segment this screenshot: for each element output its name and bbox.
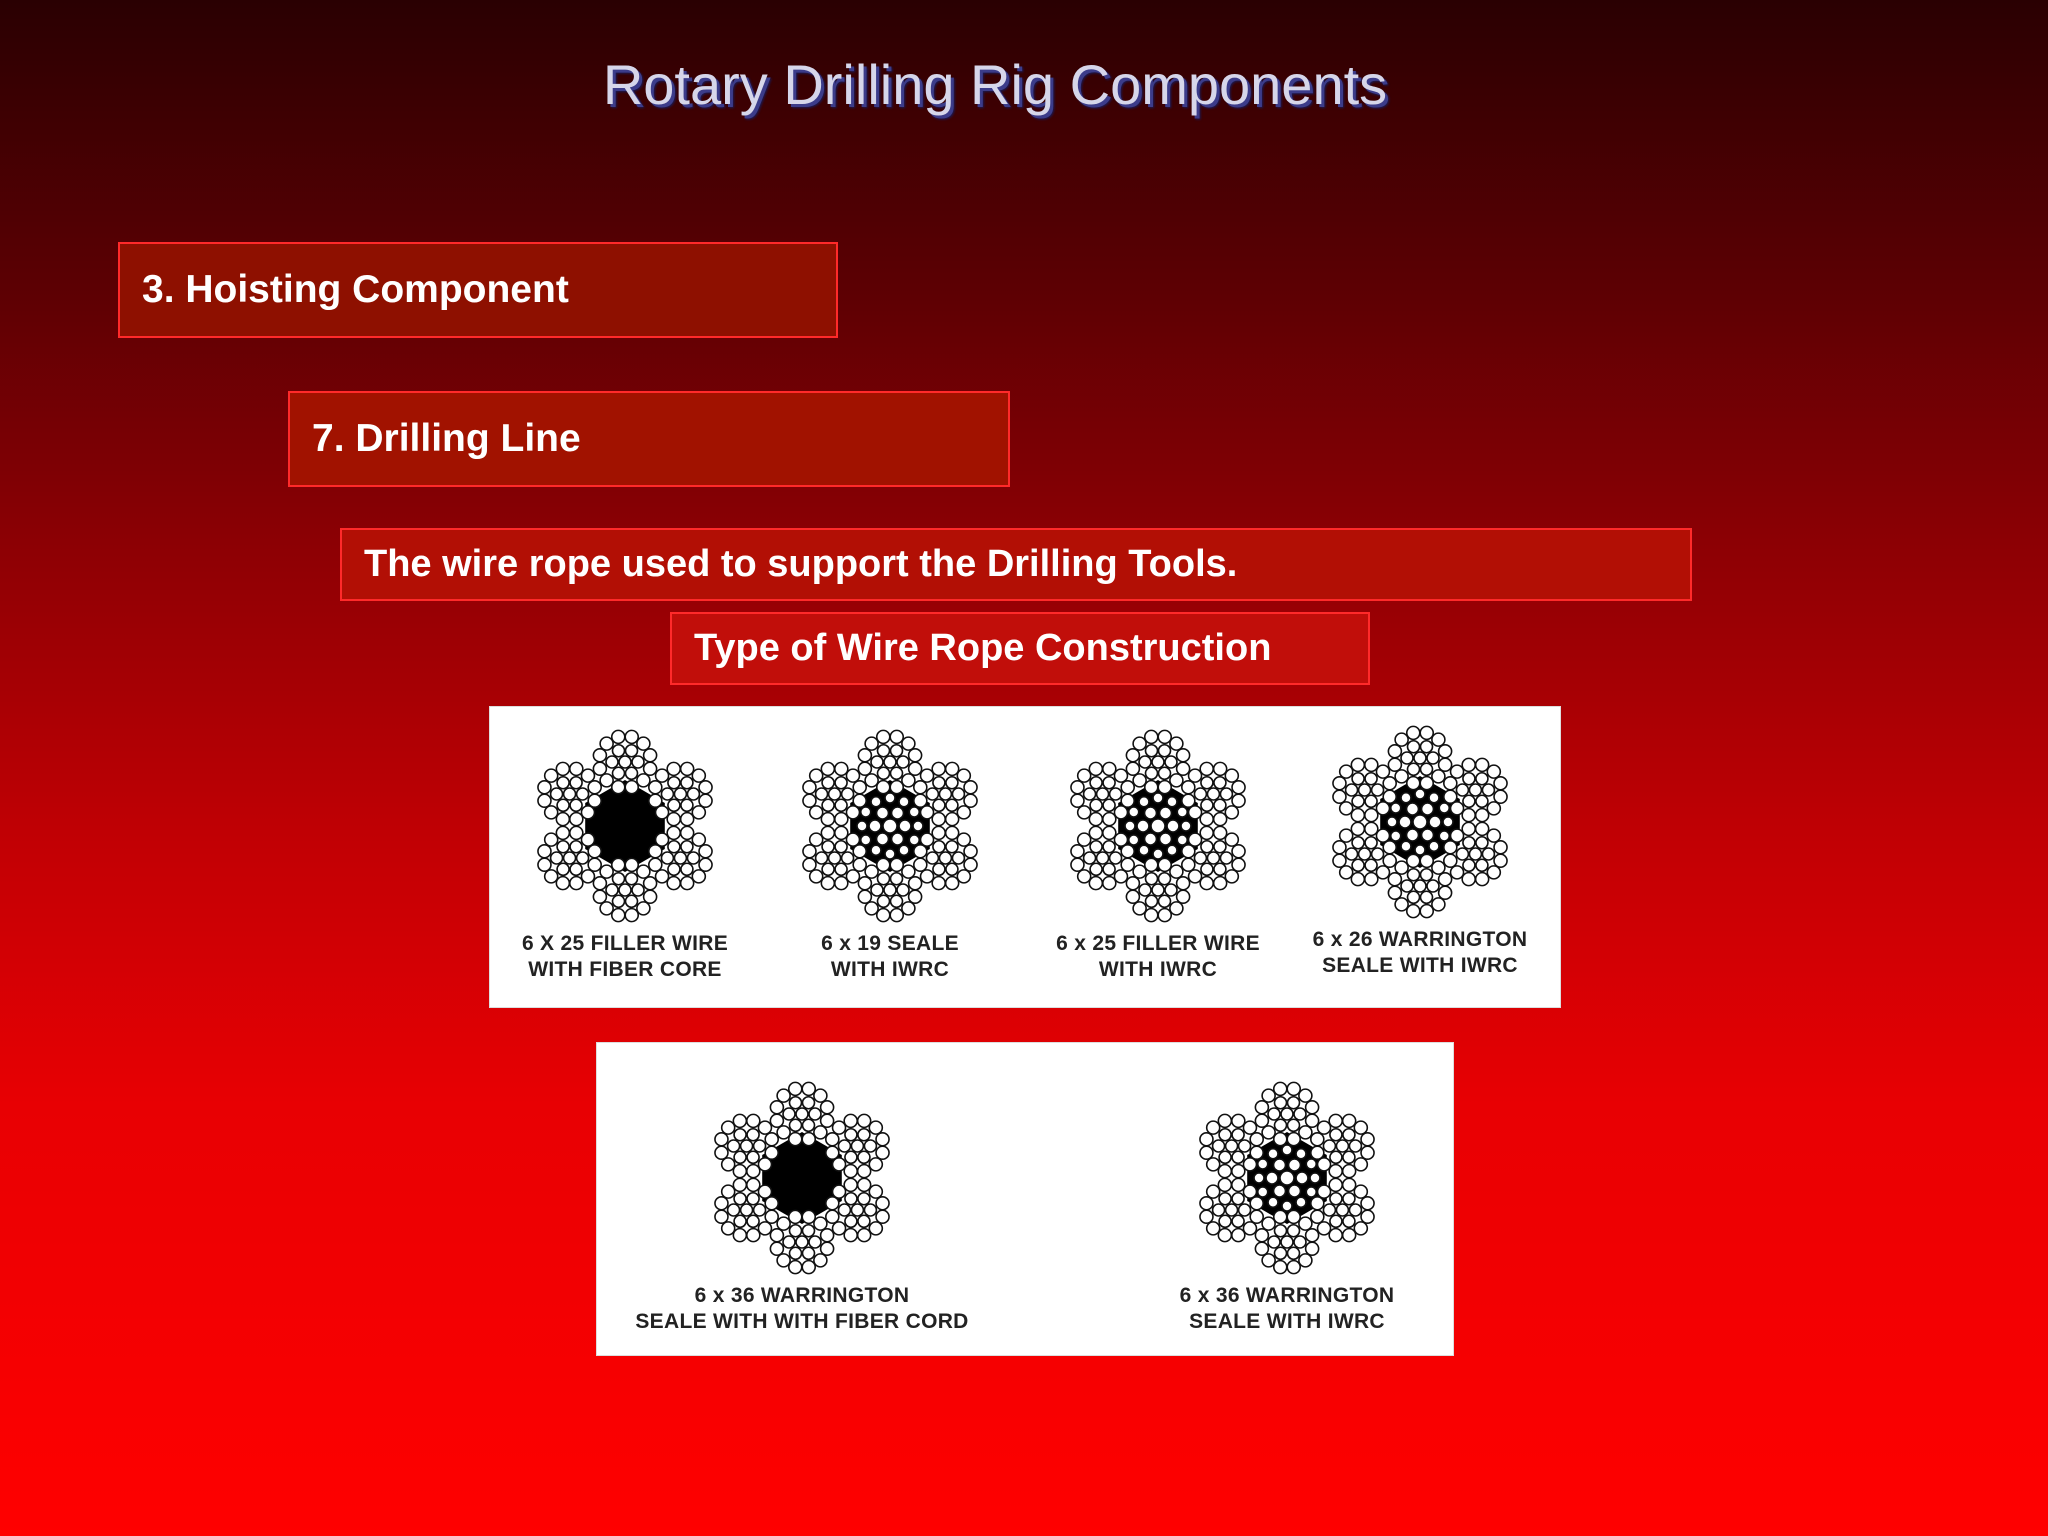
wire-rope-panel-bottom: 6 x 36 WARRINGTON SEALE WITH WITH FIBER … [596,1042,1454,1356]
rope-cross-section-icon [1070,729,1246,923]
rope-6x26-warrington-seale-iwrc: 6 x 26 WARRINGTON SEALE WITH IWRC [1295,717,1545,979]
rope-caption-line2: SEALE WITH WITH FIBER CORD [635,1310,969,1333]
rope-cross-section-icon [1332,725,1508,919]
drilling-line-definition: The wire rope used to support the Drilli… [340,528,1692,601]
rope-6x36-warrington-seale-fiber: 6 x 36 WARRINGTON SEALE WITH WITH FIBER … [617,1073,987,1335]
rope-caption-line2: WITH FIBER CORE [528,958,722,981]
rope-caption-line1: 6 X 25 FILLER WIRE [521,932,729,955]
rope-cross-section-icon [1199,1081,1375,1275]
rope-caption-line1: 6 x 19 SEALE [821,932,959,955]
rope-cross-section-icon [537,729,713,923]
rope-caption-line2: WITH IWRC [830,958,950,981]
wire-rope-panel-top: 6 X 25 FILLER WIRE WITH FIBER CORE 6 x 1… [489,706,1561,1008]
rope-6x25-filler-fiber-core: 6 X 25 FILLER WIRE WITH FIBER CORE [510,721,740,983]
rope-caption-line2: SEALE WITH IWRC [1322,954,1518,977]
slide-title: Rotary Drilling Rig Components [602,53,1388,116]
hoisting-component-heading: 3. Hoisting Component [118,242,838,338]
rope-6x25-filler-iwrc: 6 x 25 FILLER WIRE WITH IWRC [1028,721,1288,983]
rope-caption-line2: SEALE WITH IWRC [1189,1310,1385,1333]
rope-caption-line1: 6 x 36 WARRINGTON [694,1284,910,1307]
rope-caption-line1: 6 x 25 FILLER WIRE [1056,932,1260,955]
rope-caption-line1: 6 x 36 WARRINGTON [1179,1284,1395,1307]
rope-6x36-warrington-seale-iwrc: 6 x 36 WARRINGTON SEALE WITH IWRC [1152,1073,1422,1335]
wire-rope-construction-heading: Type of Wire Rope Construction [670,612,1370,685]
rope-caption-line2: WITH IWRC [1098,958,1218,981]
rope-cross-section-icon [714,1081,890,1275]
rope-6x19-seale-iwrc: 6 x 19 SEALE WITH IWRC [775,721,1005,983]
rope-cross-section-icon [802,729,978,923]
drilling-line-heading: 7. Drilling Line [288,391,1010,487]
rope-caption-line1: 6 x 26 WARRINGTON [1312,928,1528,951]
